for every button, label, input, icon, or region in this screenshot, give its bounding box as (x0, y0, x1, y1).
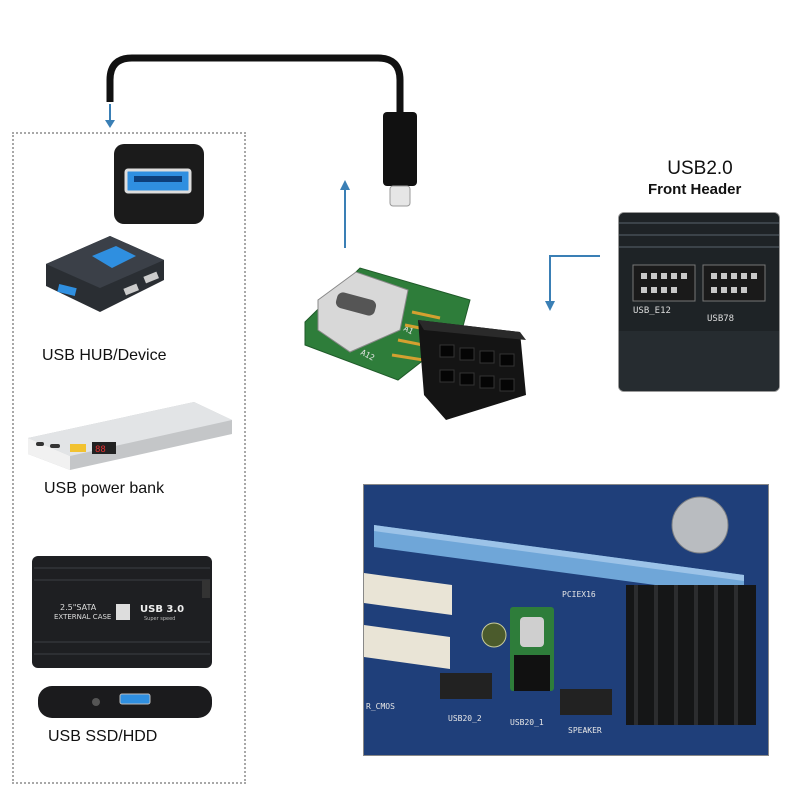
hub-label: USB HUB/Device (42, 347, 167, 364)
mobo-label-usb20-1: USB20_1 (510, 718, 544, 727)
front-header-subtitle: Front Header (648, 181, 742, 198)
mobo-label-cmos: R_CMOS (366, 702, 395, 711)
header-port-1: USB_E12 (633, 306, 671, 316)
usb-c-plug-body (383, 112, 417, 186)
case-text-4: Super speed (144, 616, 175, 622)
adapter-board: A12 A1 (304, 267, 526, 420)
front-header-photo: USB_E12 USB78 (618, 212, 780, 392)
case-text-1: 2.5"SATA (60, 603, 97, 612)
usb-ssd-icon (38, 686, 212, 718)
usb-cable (106, 54, 404, 115)
arrow-header-to-adapter (549, 255, 600, 305)
mobo-label-pciex16: PCIEX16 (562, 590, 596, 599)
usb-port-icon (114, 144, 204, 224)
case-text-2: EXTERNAL CASE (54, 613, 111, 621)
mobo-label-usb20-2: USB20_2 (448, 714, 482, 723)
case-text-3: USB 3.0 (140, 604, 184, 615)
ssd-label: USB SSD/HDD (48, 728, 158, 745)
external-case-icon: 2.5"SATA EXTERNAL CASE USB 3.0 Super spe… (32, 556, 212, 668)
motherboard-photo: PCIEX16 USB20_2 USB20_1 SPEAKER R_CMOS (363, 484, 769, 756)
power-bank-icon: 88 (28, 402, 232, 470)
mobo-label-speaker: SPEAKER (568, 726, 602, 735)
device-panel (12, 132, 246, 784)
usb-hub-icon (46, 236, 164, 312)
usb-c-plug-tip (389, 185, 411, 207)
header-port-2: USB78 (707, 314, 734, 324)
svg-text:88: 88 (95, 445, 106, 455)
power-bank-label: USB power bank (44, 480, 165, 497)
front-header-title: USB2.0 (667, 158, 733, 179)
